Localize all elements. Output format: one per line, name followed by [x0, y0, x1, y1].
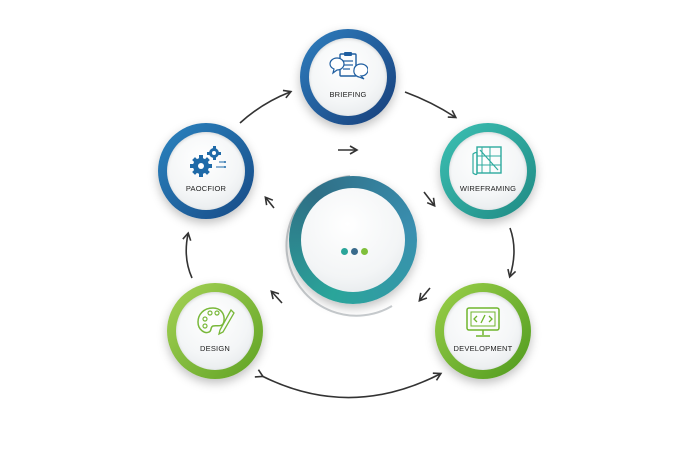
- arrow-inner-right-upper: [423, 191, 436, 208]
- blueprint-icon: [472, 146, 502, 176]
- step-paocfior: PAOCFIOR: [158, 123, 254, 219]
- step-briefing: BRIEFING: [300, 29, 396, 125]
- hub-dot-blue: [351, 248, 358, 255]
- clipboard-chat-icon: [329, 52, 368, 80]
- step-label-wireframing: WIREFRAMING: [459, 184, 517, 193]
- arrow-inner-left-upper: [264, 195, 275, 209]
- step-development: DEVELOPMENT: [435, 283, 531, 379]
- step-label-paocfior: PAOCFIOR: [185, 184, 227, 193]
- step-label-design: DESIGN: [200, 344, 230, 353]
- arrow-design-development-bidirectional: [254, 369, 443, 399]
- step-label-briefing: BRIEFING: [329, 90, 367, 99]
- gears-icon: [190, 146, 226, 177]
- palette-pencil-icon: [197, 307, 235, 336]
- hub-circle: [289, 176, 417, 304]
- arrow-inner-right-lower: [418, 287, 431, 303]
- monitor-code-icon: [466, 307, 500, 337]
- step-design: DESIGN: [167, 283, 263, 379]
- arrow-briefing-to-wireframing: [404, 91, 458, 119]
- step-label-development: DEVELOPMENT: [453, 344, 513, 353]
- arrow-inner-left-lower: [270, 290, 283, 304]
- hub-dot-green: [361, 248, 368, 255]
- step-wireframing: WIREFRAMING: [440, 123, 536, 219]
- hub-center: [301, 188, 405, 292]
- hub-dot-teal: [341, 248, 348, 255]
- arrow-wireframing-to-development: [507, 227, 517, 279]
- arrow-process-to-briefing: [239, 89, 293, 124]
- arrow-design-to-process: [182, 231, 193, 279]
